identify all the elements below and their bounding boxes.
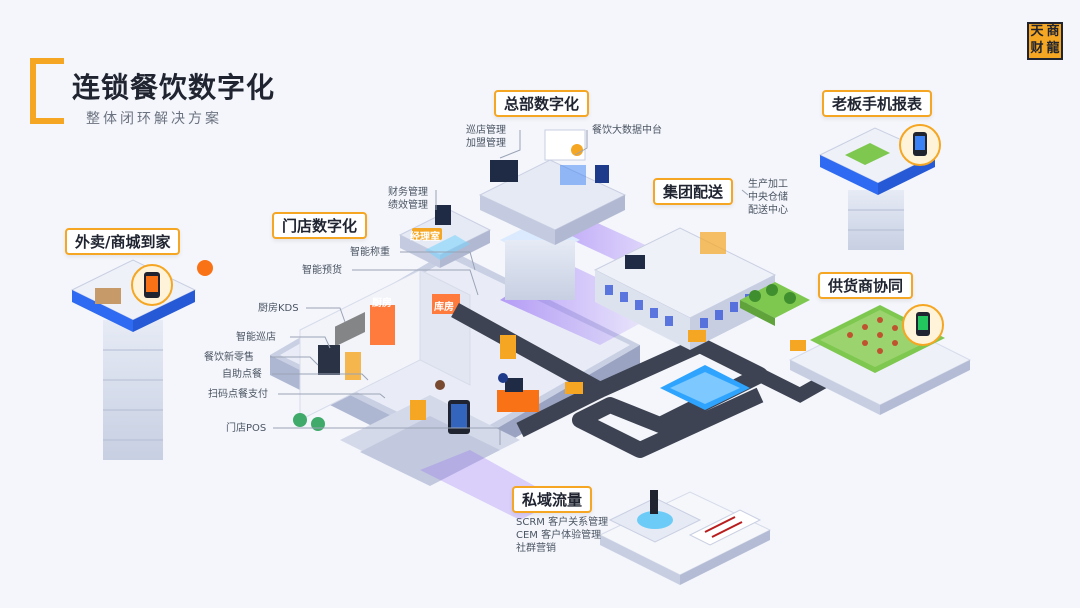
- brand-logo: 天 商 财 龍: [1027, 22, 1063, 60]
- supplier-title-tag: 供货商协同: [818, 272, 914, 299]
- store-item: 扫码点餐支付: [208, 389, 268, 400]
- hq-item: 巡店管理: [466, 125, 506, 136]
- delivery-home-tower: [70, 259, 213, 460]
- private-traffic: [598, 490, 772, 585]
- hq-label-left: 巡店管理 加盟管理: [466, 124, 506, 150]
- manager-sign: 经理室: [410, 232, 440, 243]
- hq-item: 加盟管理: [466, 138, 506, 149]
- store-item: 门店POS: [226, 423, 267, 434]
- private-item: SCRM 客户关系管理: [516, 517, 609, 528]
- store-item: 财务管理: [388, 187, 428, 198]
- hq-title-tag: 总部数字化: [494, 90, 590, 117]
- private-item: 社群营销: [516, 543, 556, 554]
- hq-item: 餐饮大数据中台: [592, 125, 662, 136]
- private-item: CEM 客户体验管理: [516, 530, 602, 541]
- group-item: 生产加工: [748, 179, 788, 190]
- logo-char: 财: [1030, 41, 1044, 56]
- store-building: [299, 269, 471, 421]
- store-props: [410, 330, 806, 434]
- hq-platform: [478, 129, 627, 300]
- store-item: 智能预货: [302, 265, 342, 276]
- store-item: 智能称重: [350, 247, 390, 258]
- page-subtitle: 整体闭环解决方案: [86, 111, 222, 127]
- supplier-phone: [902, 304, 944, 346]
- page-title: 连锁餐饮数字化: [72, 71, 276, 104]
- private-labels: SCRM 客户关系管理 CEM 客户体验管理 社群营销: [516, 516, 608, 555]
- store-item: 智能巡店: [236, 332, 276, 343]
- store-item: 绩效管理: [388, 200, 428, 211]
- store-item: 厨房KDS: [258, 303, 299, 314]
- store-top-labels: 财务管理 绩效管理: [388, 186, 428, 212]
- boss-tower: [818, 124, 941, 250]
- logo-char: 天: [1030, 24, 1044, 39]
- title-bracket-icon: [30, 58, 64, 124]
- store-item: 餐饮新零售: [204, 352, 254, 363]
- logo-char: 商: [1046, 24, 1060, 39]
- private-title-tag: 私域流量: [512, 486, 593, 513]
- group-item: 中央仓储: [748, 192, 788, 203]
- store-item: 自助点餐: [222, 369, 262, 380]
- delivery-home-title-tag: 外卖/商城到家: [65, 228, 181, 255]
- group-labels: 生产加工 中央仓储 配送中心: [748, 178, 788, 217]
- warehouse-sign: 库房: [434, 302, 454, 313]
- boss-title-tag: 老板手机报表: [822, 90, 933, 117]
- leader-lines: [270, 130, 749, 445]
- store-title-tag: 门店数字化: [272, 212, 368, 239]
- logo-char: 龍: [1046, 41, 1060, 56]
- pond: [660, 365, 750, 410]
- kitchen-sign: 厨房: [372, 298, 392, 309]
- trees: [293, 282, 810, 431]
- hq-label-right: 餐饮大数据中台: [592, 124, 662, 137]
- group-item: 配送中心: [748, 205, 788, 216]
- group-title-tag: 集团配送: [653, 178, 734, 205]
